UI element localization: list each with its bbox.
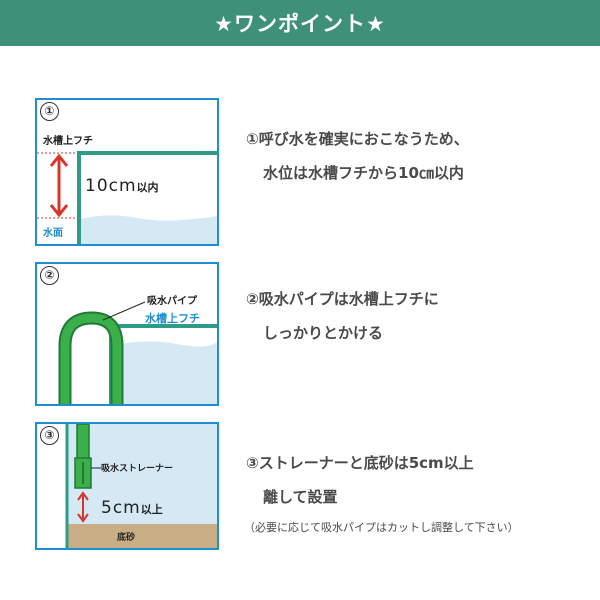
water-surface-label: 水面	[43, 228, 63, 239]
distance-label-3: 5cm以上	[101, 498, 163, 518]
step-2-line2: しっかりとかける	[263, 324, 384, 342]
sand-label: 底砂	[117, 533, 136, 543]
rim-label: 水槽上フチ	[43, 136, 93, 147]
step-3-line2: 離して設置	[263, 488, 338, 506]
panel-pipe-on-rim: ② 吸水パイプ 水槽上フチ	[35, 262, 219, 406]
step-number-2: ②	[40, 266, 59, 285]
step-2-text: ②吸水パイプは水槽上フチに しっかりとかける	[246, 282, 439, 350]
step-1-line1: ①呼び水を確実におこなうため、	[246, 130, 469, 148]
panel-strainer-sand: ③ 吸水ストレーナー 5cm以上 底砂	[35, 422, 219, 550]
panel2-illustration	[58, 301, 217, 404]
pipe-label: 吸水パイプ	[147, 296, 197, 307]
header-title: ★ワンポイント★	[214, 12, 386, 36]
strainer-label: 吸水ストレーナー	[101, 464, 174, 474]
rim-label-2: 水槽上フチ	[145, 312, 200, 325]
adjust-note: （必要に応じて吸水パイプはカットし調整して下さい）	[244, 521, 519, 534]
step-2-line1: ②吸水パイプは水槽上フチに	[246, 290, 439, 308]
panel1-illustration	[37, 151, 217, 244]
panel3-illustration	[65, 424, 217, 548]
step-1-text: ①呼び水を確実におこなうため、 水位は水槽フチから10㎝以内	[246, 122, 469, 190]
distance-label: 10cm以内	[85, 176, 159, 196]
panel-water-level: ① 水槽上フチ 10cm以内 水面	[35, 98, 219, 246]
step-3-line1: ③ストレーナーと底砂は5cm以上	[246, 454, 474, 472]
step-1-line2: 水位は水槽フチから10㎝以内	[263, 164, 464, 182]
header-banner: ★ワンポイント★	[0, 0, 600, 46]
step-3-text: ③ストレーナーと底砂は5cm以上 離して設置	[246, 446, 474, 514]
step-number-1: ①	[40, 102, 59, 121]
step-number-3: ③	[40, 426, 59, 445]
